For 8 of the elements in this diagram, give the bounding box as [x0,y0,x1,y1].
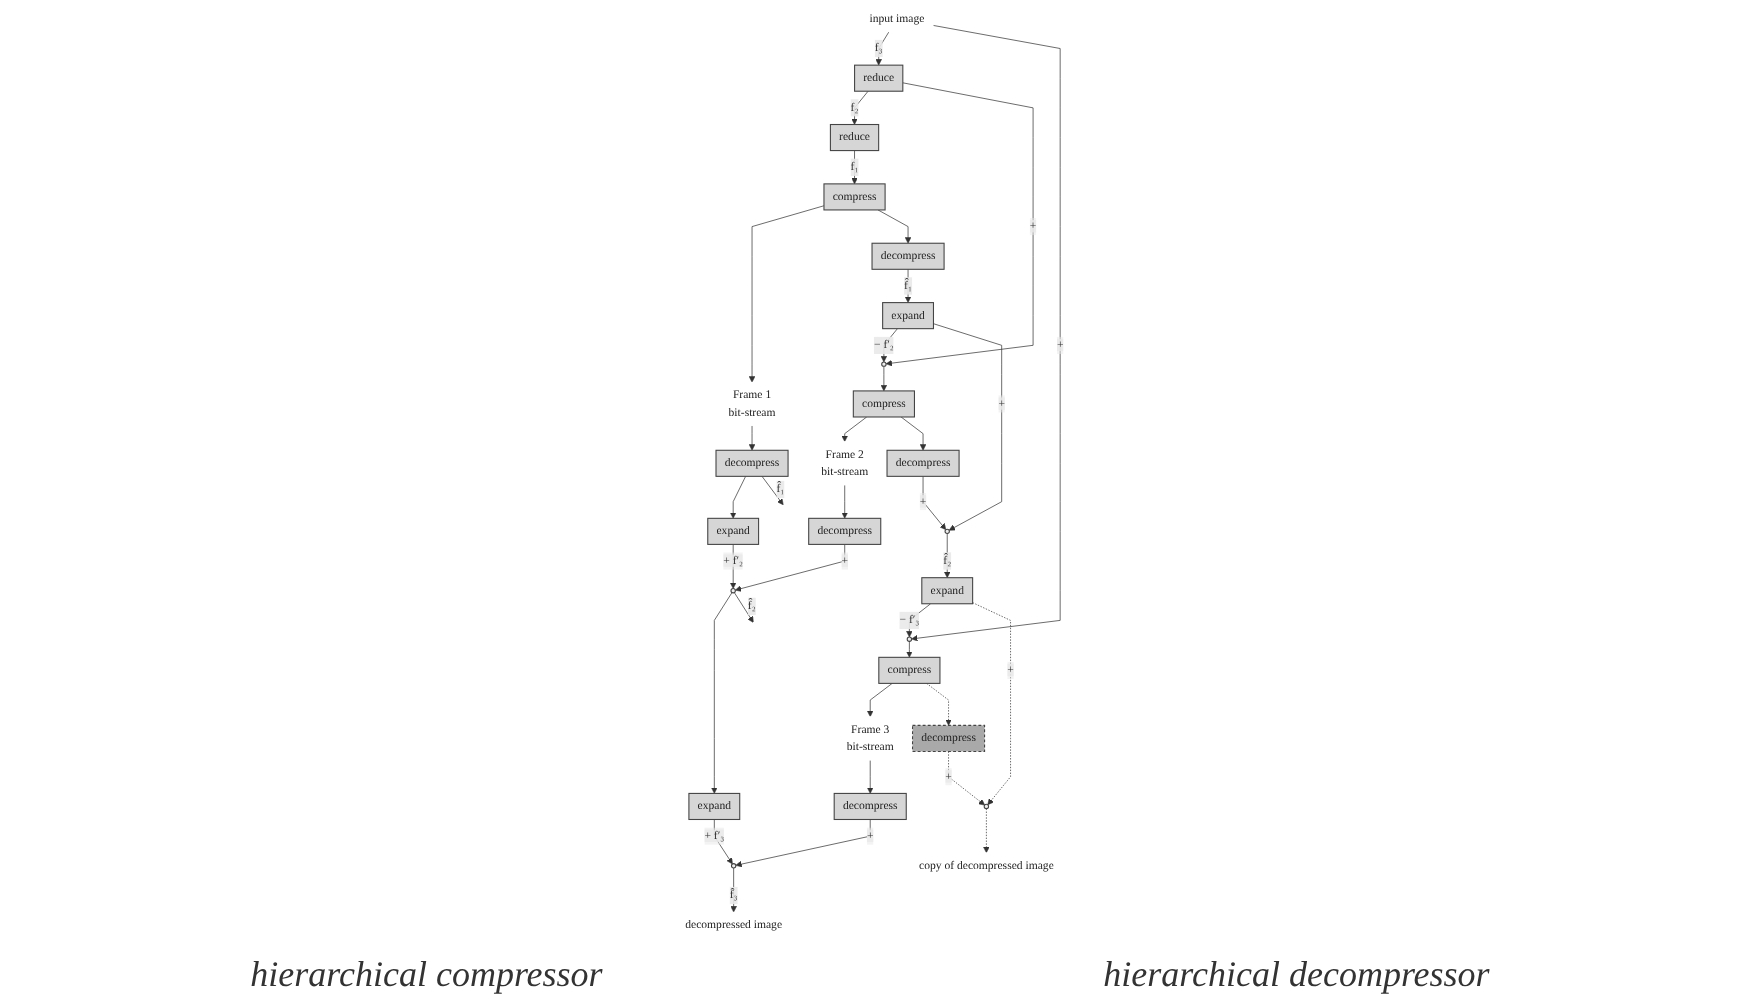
node-circle [730,863,737,869]
node-circle [906,636,913,642]
node-circle [730,588,736,594]
brace-label: hierarchical decompressor [1103,953,1490,995]
node-circle [881,361,887,367]
brace-label: hierarchical compressor [250,953,603,995]
node-circle [983,803,990,810]
node-circle [944,528,950,535]
